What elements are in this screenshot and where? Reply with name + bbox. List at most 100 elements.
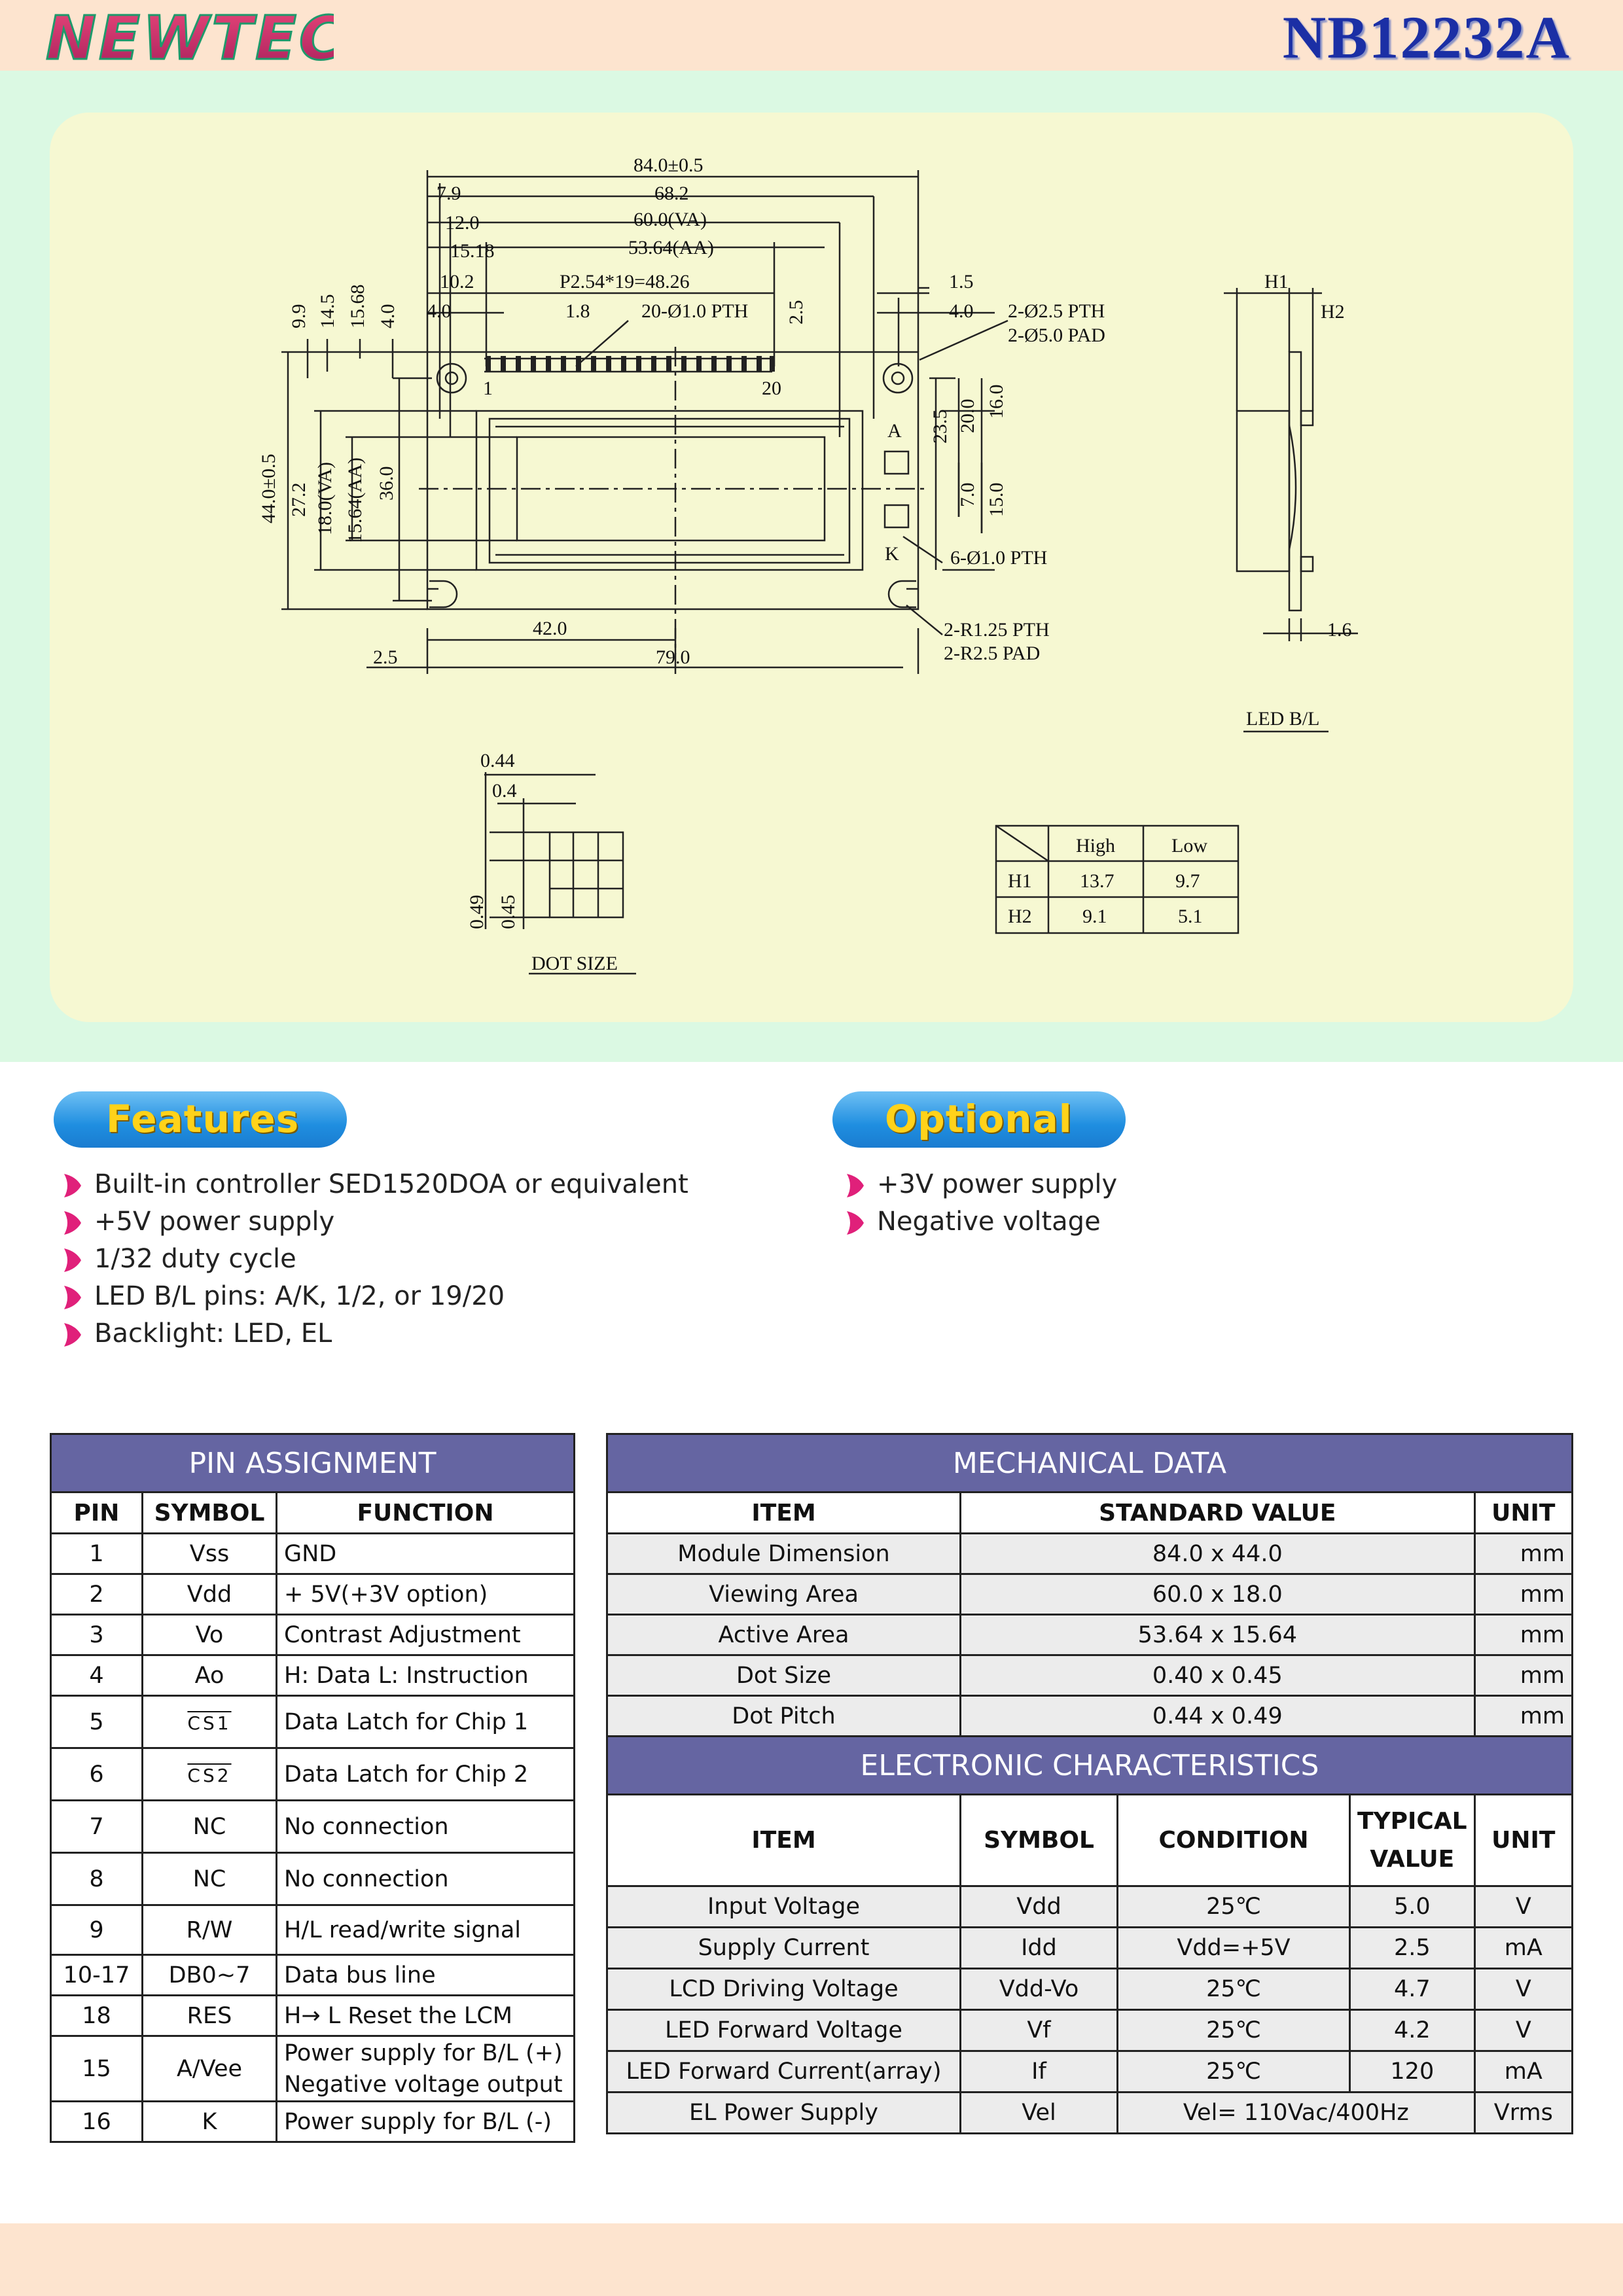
svg-text:12.0: 12.0 xyxy=(445,212,480,234)
svg-text:H2: H2 xyxy=(1008,906,1032,927)
svg-text:18.0(VA): 18.0(VA) xyxy=(314,462,336,535)
svg-text:2.5: 2.5 xyxy=(373,646,398,668)
svg-text:36.0: 36.0 xyxy=(376,467,397,501)
svg-text:H2: H2 xyxy=(1321,301,1345,323)
bullet-arrow-icon xyxy=(64,1211,81,1235)
svg-text:DOT SIZE: DOT SIZE xyxy=(531,953,618,974)
svg-text:4.0: 4.0 xyxy=(949,300,974,322)
column-header: STANDARD VALUE xyxy=(959,1491,1476,1534)
optional-heading: Optional xyxy=(832,1091,1126,1148)
svg-text:84.0±0.5: 84.0±0.5 xyxy=(633,154,703,176)
svg-text:2-Ø5.0 PAD: 2-Ø5.0 PAD xyxy=(1008,325,1105,346)
list-item: LED B/L pins: A/K, 1/2, or 19/20 xyxy=(62,1278,716,1315)
svg-text:2.5: 2.5 xyxy=(785,300,807,325)
bullet-arrow-icon xyxy=(64,1323,81,1347)
features-list: Built-in controller SED1520DOA or equiva… xyxy=(62,1166,716,1352)
list-item: Backlight: LED, EL xyxy=(62,1315,716,1352)
svg-text:4.0: 4.0 xyxy=(427,300,452,322)
svg-text:A: A xyxy=(887,420,902,442)
svg-text:1.8: 1.8 xyxy=(565,300,590,322)
svg-text:6-Ø1.0 PTH: 6-Ø1.0 PTH xyxy=(950,547,1047,569)
bullet-arrow-icon xyxy=(847,1174,864,1197)
svg-text:44.0±0.5: 44.0±0.5 xyxy=(258,454,279,523)
bullet-arrow-icon xyxy=(64,1174,81,1197)
dimension-drawing: 84.0±0.5 7.9 68.2 12.0 60.0(VA) 15.18 53… xyxy=(258,154,1358,975)
svg-text:42.0: 42.0 xyxy=(533,618,567,639)
mechanical-data-title: MECHANICAL DATA xyxy=(606,1433,1573,1493)
svg-text:60.0(VA): 60.0(VA) xyxy=(633,209,707,230)
svg-text:0.4: 0.4 xyxy=(492,780,517,802)
list-item: +3V power supply xyxy=(844,1166,1433,1203)
svg-text:2-R2.5 PAD: 2-R2.5 PAD xyxy=(944,643,1040,664)
svg-text:5.1: 5.1 xyxy=(1178,906,1203,927)
svg-text:1.5: 1.5 xyxy=(949,271,974,292)
list-item: +5V power supply xyxy=(62,1203,716,1241)
svg-text:9.1: 9.1 xyxy=(1082,906,1107,927)
svg-text:4.0: 4.0 xyxy=(377,304,399,329)
column-header: PIN xyxy=(50,1491,143,1534)
pin-assignment-title: PIN ASSIGNMENT xyxy=(50,1433,575,1493)
svg-text:15.68: 15.68 xyxy=(347,285,368,329)
svg-text:2-R1.25 PTH: 2-R1.25 PTH xyxy=(944,619,1050,641)
column-header: SYMBOL xyxy=(141,1491,277,1534)
bullet-arrow-icon xyxy=(847,1211,864,1235)
column-header: ITEM xyxy=(606,1793,961,1887)
svg-text:13.7: 13.7 xyxy=(1080,870,1115,892)
svg-text:0.49: 0.49 xyxy=(466,895,488,930)
svg-text:7.9: 7.9 xyxy=(437,183,461,204)
svg-text:K: K xyxy=(885,543,899,565)
column-header: UNIT xyxy=(1473,1793,1574,1887)
svg-text:23.5: 23.5 xyxy=(929,410,951,444)
svg-text:Low: Low xyxy=(1171,835,1207,857)
svg-text:79.0: 79.0 xyxy=(656,646,690,668)
svg-text:16.0: 16.0 xyxy=(986,385,1007,419)
svg-text:10.2: 10.2 xyxy=(440,271,474,292)
newtec-logo: NEWTEC xyxy=(46,5,334,71)
svg-text:53.64(AA): 53.64(AA) xyxy=(628,237,714,258)
bullet-arrow-icon xyxy=(64,1248,81,1272)
svg-text:15.0: 15.0 xyxy=(986,483,1007,518)
svg-text:9.9: 9.9 xyxy=(288,304,310,329)
footer-band xyxy=(0,2223,1623,2296)
svg-text:68.2: 68.2 xyxy=(654,183,689,204)
svg-text:High: High xyxy=(1076,835,1115,857)
drawing-panel xyxy=(50,113,1573,1022)
svg-text:1.6: 1.6 xyxy=(1327,619,1352,641)
column-header: CONDITION xyxy=(1116,1793,1351,1887)
electronic-characteristics-title: ELECTRONIC CHARACTERISTICS xyxy=(606,1735,1573,1795)
svg-text:0.44: 0.44 xyxy=(480,750,515,771)
header-band: NEWTEC NB12232A xyxy=(0,0,1623,71)
bullet-arrow-icon xyxy=(64,1286,81,1309)
svg-text:1: 1 xyxy=(483,378,493,399)
svg-text:27.2: 27.2 xyxy=(288,483,310,518)
svg-text:2-Ø2.5 PTH: 2-Ø2.5 PTH xyxy=(1008,300,1105,322)
optional-list: +3V power supply Negative voltage xyxy=(844,1166,1433,1241)
list-item: Negative voltage xyxy=(844,1203,1433,1241)
svg-text:15.64(AA): 15.64(AA) xyxy=(344,457,366,543)
column-header: ITEM xyxy=(606,1491,961,1534)
svg-text:0.45: 0.45 xyxy=(497,895,519,930)
list-item: 1/32 duty cycle xyxy=(62,1241,716,1278)
svg-text:H1: H1 xyxy=(1264,271,1289,292)
svg-text:20.0: 20.0 xyxy=(957,399,978,434)
